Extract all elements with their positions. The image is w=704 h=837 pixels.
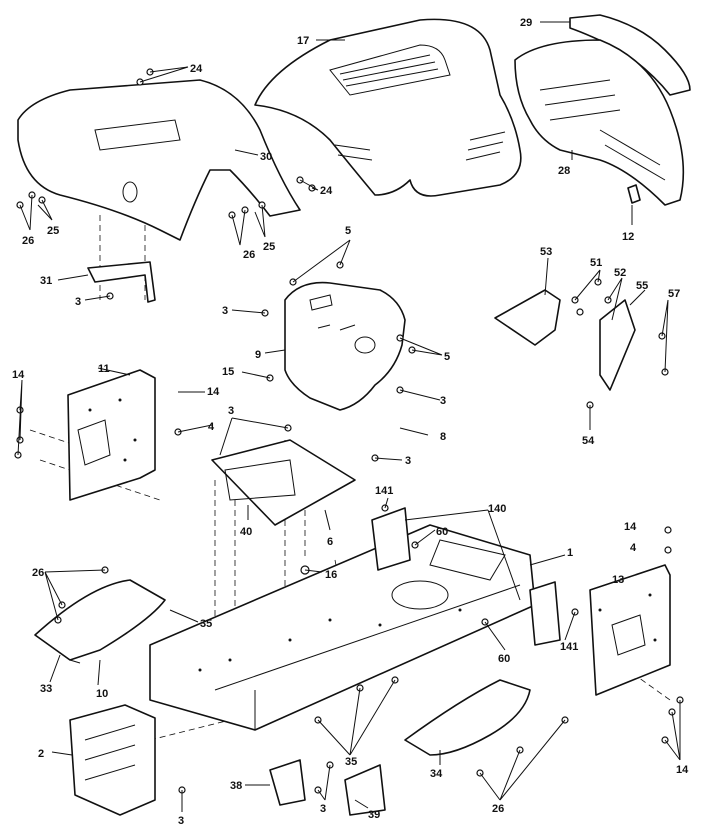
leader-lines [17,21,681,812]
part-6-support-plate [211,439,356,526]
callout-54: 54 [582,435,595,447]
callout-14: 14 [676,764,689,776]
callout-3: 3 [405,455,411,467]
part-39-bracket [344,764,386,816]
callout-35: 35 [345,756,357,768]
callout-3: 3 [222,305,228,317]
callout-57: 57 [668,288,680,300]
callout-25: 25 [263,241,275,253]
callout-40: 40 [240,526,252,538]
callout-60: 60 [498,653,510,665]
callout-14: 14 [207,386,220,398]
callout-33: 33 [40,683,52,695]
callout-3: 3 [440,395,446,407]
callout-38: 38 [230,780,242,792]
part-28-front-grille [514,39,685,206]
part-12-clip [627,184,641,204]
callout-51: 51 [590,257,602,269]
callout-12: 12 [622,231,634,243]
callout-34: 34 [430,768,443,780]
callout-55: 55 [636,280,648,292]
callout-24: 24 [320,185,333,197]
part-13-right-panel [589,564,671,696]
callout-13: 13 [612,574,624,586]
part-11-left-panel [67,369,156,501]
callout-3: 3 [320,803,326,815]
callout-39: 39 [368,809,380,821]
callout-25: 25 [47,225,59,237]
callout-26: 26 [22,235,34,247]
callout-17: 17 [297,35,309,47]
part-9-dash-panel [284,281,406,411]
callout-52: 52 [614,267,626,279]
part-30-rear-cover [17,79,301,241]
part-60-bracket [529,581,561,646]
callout-11: 11 [98,363,110,375]
callout-60: 60 [436,526,448,538]
callout-28: 28 [558,165,570,177]
callout-31: 31 [40,275,52,287]
callout-140: 140 [488,503,506,515]
callout-14: 14 [624,521,637,533]
part-34-footrest-right [404,679,531,756]
callout-8: 8 [440,431,446,443]
callout-15: 15 [222,366,234,378]
part-38-bracket [269,759,306,806]
part-140-bracket [371,507,411,571]
callout-4: 4 [630,542,637,554]
callout-29: 29 [520,17,532,29]
callout-4: 4 [208,421,215,433]
callout-26: 26 [492,803,504,815]
callout-3: 3 [178,815,184,827]
callout-3: 3 [228,405,234,417]
callout-26: 26 [32,567,44,579]
callout-16: 16 [325,569,337,581]
callout-6: 6 [327,536,333,548]
part-31-bracket [87,261,156,303]
callout-141: 141 [560,641,578,653]
part-55-bracket [599,299,636,391]
callout-30: 30 [260,151,272,163]
part-17-hood [254,18,522,197]
callout-labels: 24 17 29 30 24 26 25 26 25 28 12 5 53 51… [12,17,689,827]
callout-14: 14 [12,369,25,381]
part-2-skirt [69,704,156,816]
callout-24: 24 [190,63,203,75]
callout-141: 141 [375,485,393,497]
callout-5: 5 [444,351,450,363]
part-53-bracket [494,289,561,346]
callout-35: 35 [200,618,212,630]
callout-53: 53 [540,246,552,258]
callout-26: 26 [243,249,255,261]
callout-5: 5 [345,225,351,237]
part-33-footrest-left [34,579,166,664]
callout-3: 3 [75,296,81,308]
callout-2: 2 [38,748,44,760]
callout-10: 10 [96,688,108,700]
callout-1: 1 [567,547,573,559]
callout-9: 9 [255,349,261,361]
